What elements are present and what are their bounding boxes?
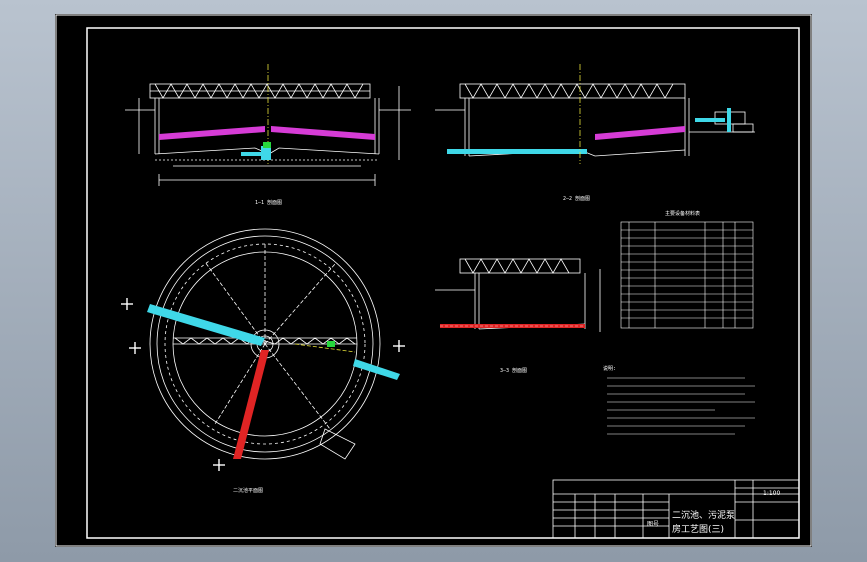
plan-axis — [294, 343, 356, 353]
riser-pipe — [727, 108, 731, 132]
section-1-1-title: 1—1 剖面图 — [255, 199, 282, 206]
inlet-pipe — [241, 152, 265, 156]
outlet-pipe-plan — [353, 359, 400, 380]
title-line-2: 房工艺图(三) — [672, 525, 725, 535]
sludge-scraper-left — [159, 126, 265, 140]
sludge-scraper-right — [271, 126, 375, 140]
title-block — [552, 479, 800, 539]
plan-title: 二沉池平面图 — [233, 487, 263, 494]
section-markers — [121, 298, 405, 471]
outer-frame — [55, 14, 812, 547]
outlet-pipe — [695, 118, 725, 122]
scraper-2-2 — [595, 126, 685, 140]
sludge-pipe-plan — [233, 350, 269, 459]
section-2-2-title: 2—2 剖面图 — [563, 195, 590, 202]
equipment-table — [620, 221, 754, 329]
title-line-1: 二沉池、污泥泵 — [672, 511, 736, 521]
notes-lines — [607, 377, 755, 435]
cad-viewport[interactable]: 1—1 剖面图 2—2 剖面图 3—3 剖面图 — [55, 14, 812, 547]
drive-mark — [327, 341, 335, 347]
section-3-3-title: 3—3 剖面图 — [500, 367, 527, 374]
sheet-label: 图号 — [647, 521, 660, 528]
plan-view — [149, 228, 381, 460]
table-title: 主要设备材料表 — [665, 210, 700, 217]
center-pipe — [261, 146, 271, 160]
valve-mark — [263, 142, 271, 148]
scale-value: 1:100 — [763, 490, 781, 497]
cad-drawing: 1—1 剖面图 2—2 剖面图 3—3 剖面图 — [55, 14, 812, 547]
inlet-pipe-plan — [147, 304, 265, 346]
inner-frame — [86, 27, 800, 539]
sludge-pipe-2-2 — [447, 149, 587, 154]
section-3-3 — [435, 258, 601, 332]
notes-heading: 说明: — [603, 365, 616, 372]
